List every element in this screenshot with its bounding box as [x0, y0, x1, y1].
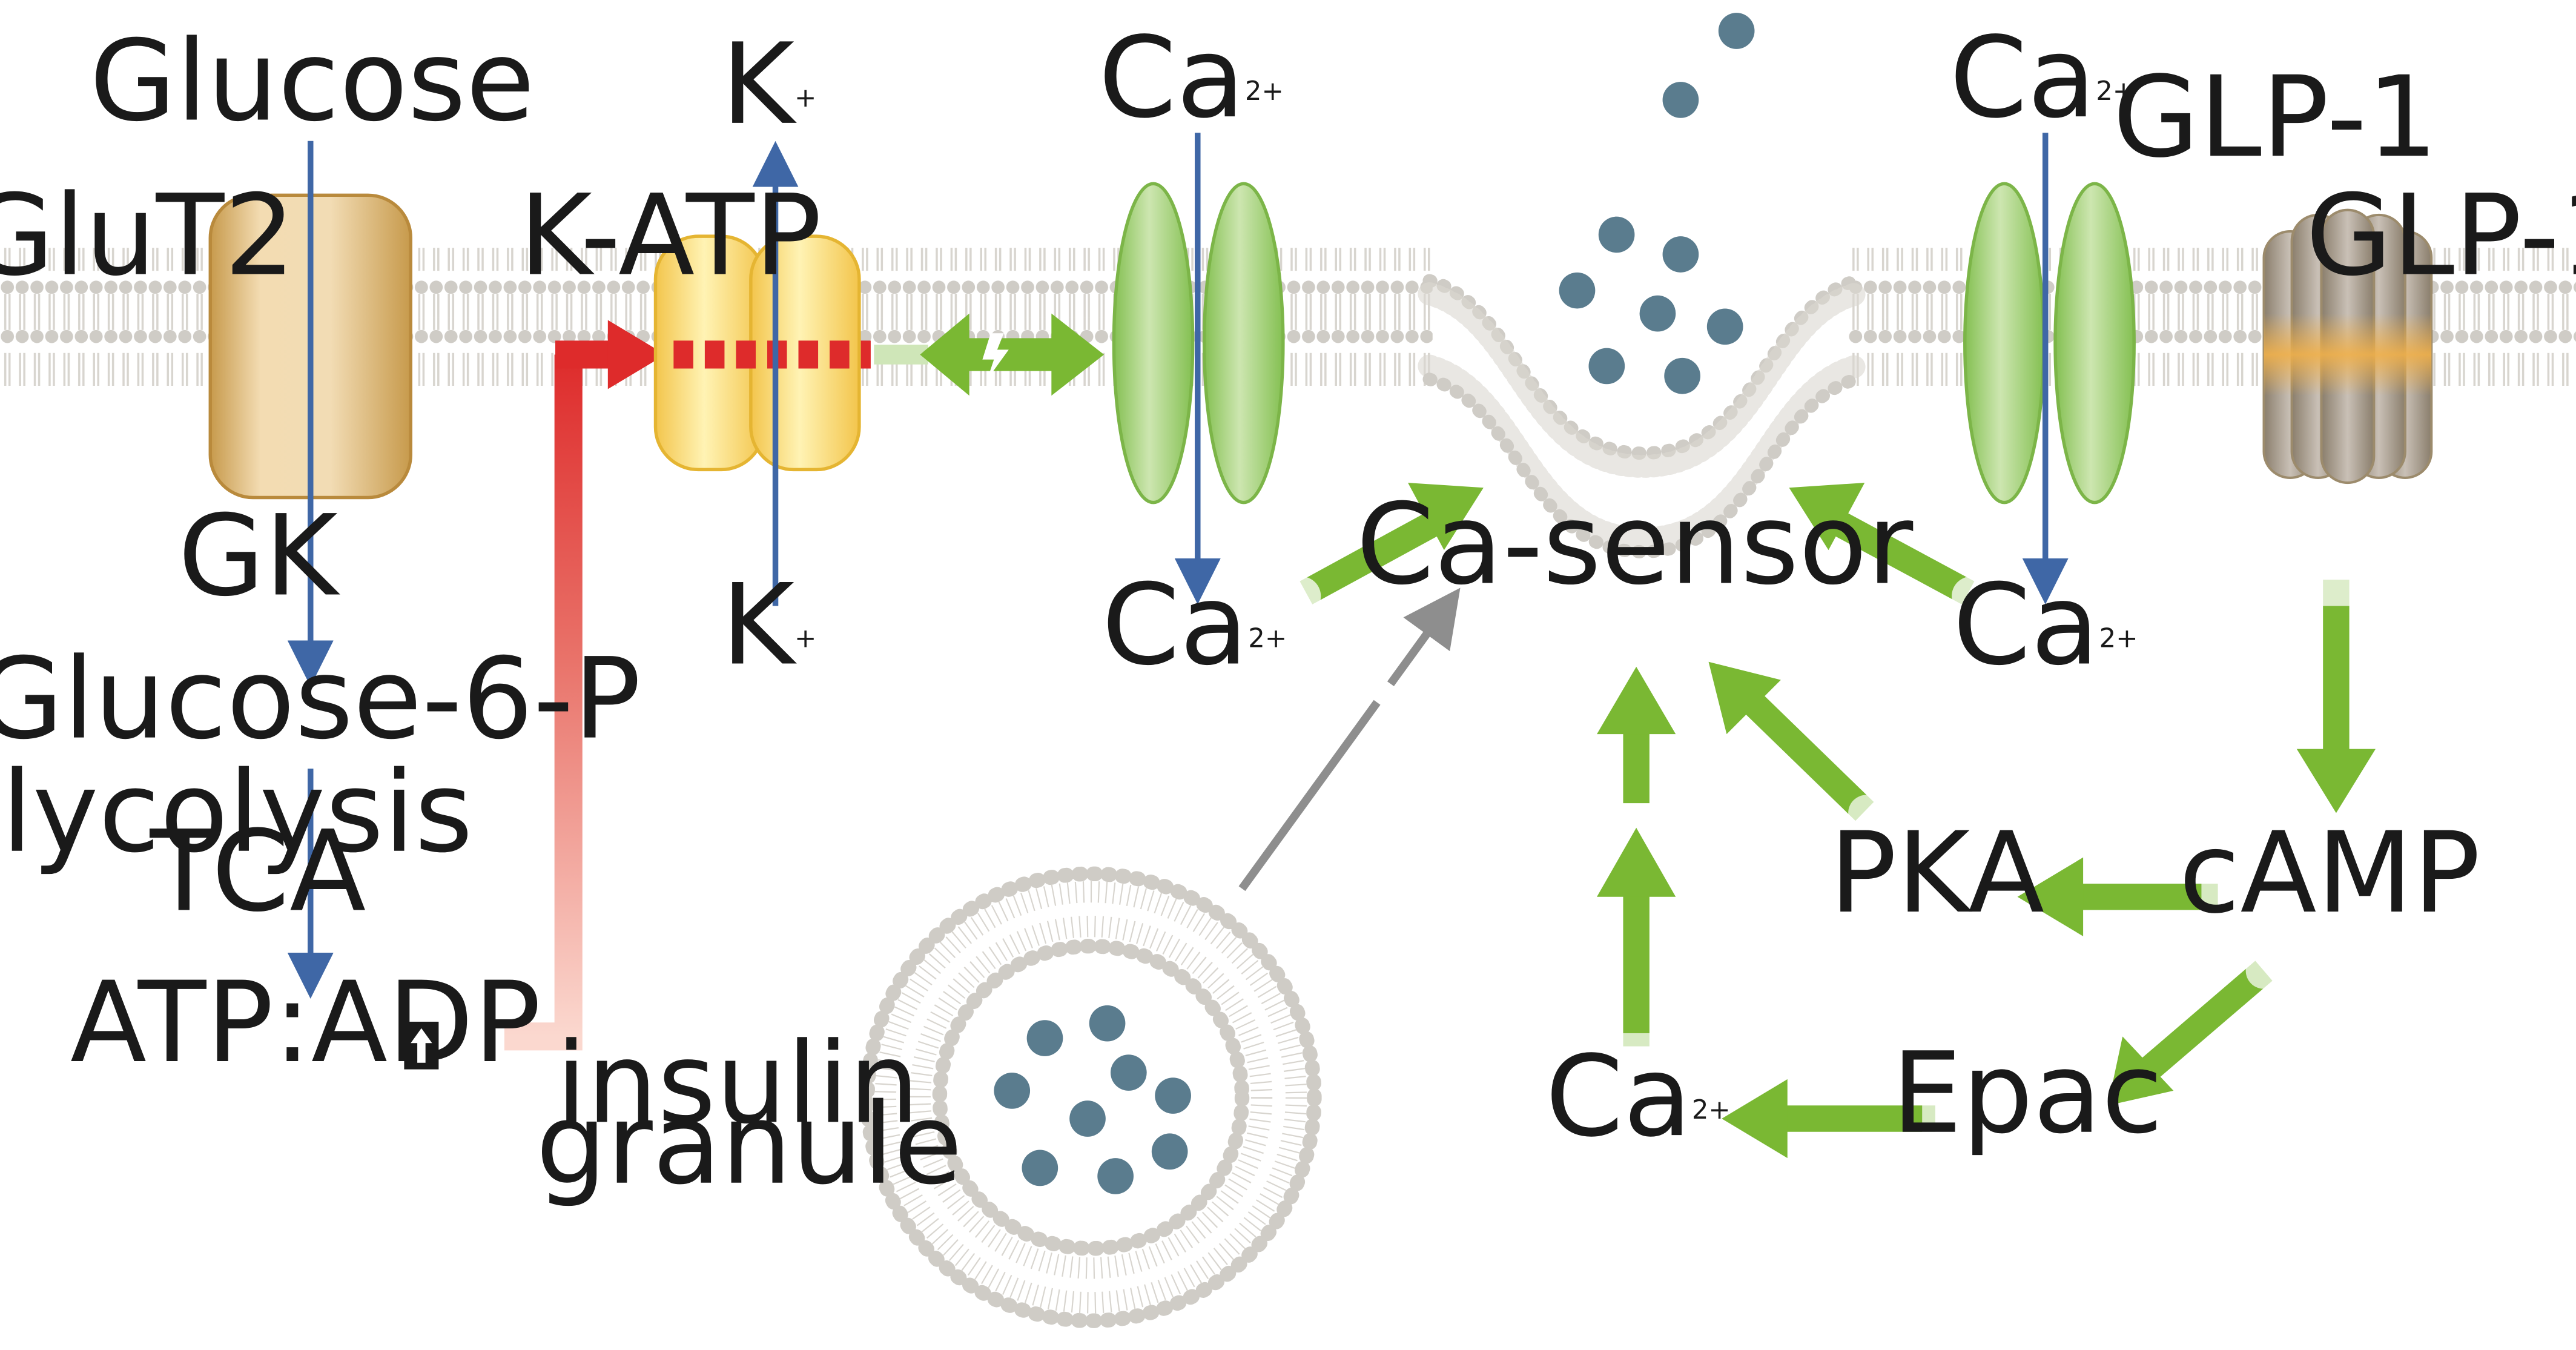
label-ca-ch2-top: Ca2+ — [1949, 13, 2135, 143]
label-glp-1: GLP-1 — [2113, 52, 2438, 182]
label-ca-ch1-bottom: Ca2+ — [1101, 560, 1287, 690]
calcium-up-arrow-lower-head — [1597, 827, 1676, 897]
label-tca: TCA — [150, 806, 366, 936]
calcium-channel-2 — [1963, 182, 2136, 505]
label-ca-ch2-bottom: Ca2+ — [1953, 560, 2138, 690]
label-ca-sensor: Ca-sensor — [1356, 480, 1914, 610]
label-granule: granule — [536, 1079, 963, 1209]
label-gk: GK — [178, 491, 340, 621]
camp-to-epac-arrow — [2140, 961, 2273, 1080]
calcium-up-arrow-upper-head — [1597, 666, 1676, 735]
camp-to-epac-arrowhead — [2107, 1036, 2174, 1106]
calcium-to-sensor-arrow-2 — [1834, 512, 1975, 604]
glp1r-to-camp-arrowhead — [2296, 749, 2376, 813]
lightning-icon — [982, 333, 1009, 380]
calcium-to-sensor-arrowhead-1 — [1408, 483, 1484, 551]
calcium-channel-1 — [1112, 182, 1285, 505]
pka-to-sensor-arrowhead — [1708, 661, 1781, 735]
arrow-fade-overlays — [1281, 576, 2356, 1136]
label-glut2: GluT2 — [0, 171, 296, 301]
secreted-insulin — [1559, 13, 1755, 394]
atp-signal-arrowhead — [607, 320, 665, 389]
label-k-top: K+ — [721, 19, 816, 150]
label-glucose-6-p: Glucose-6-P — [0, 634, 641, 764]
label-epac: Epac — [1892, 1028, 2163, 1159]
calcium-to-sensor-arrow-1 — [1300, 512, 1439, 604]
label-glucose: Glucose — [90, 16, 535, 147]
insulin-granule — [860, 866, 1322, 1328]
label-ca-epac: Ca2+ — [1545, 1031, 1731, 1162]
granule-trafficking-arrow — [1238, 587, 1461, 892]
epac-to-calcium-arrowhead — [1722, 1079, 1788, 1159]
label-camp: cAMP — [2179, 808, 2480, 938]
label-glycolysis: Glycolysis — [0, 747, 473, 878]
label-atp-adp: ATP:ADP — [70, 958, 541, 1088]
label-insulin: insulin — [556, 1018, 920, 1148]
signaling-arrows — [1300, 483, 2376, 1159]
glp1-receptor — [2262, 208, 2433, 485]
pka-to-sensor-arrow — [1745, 695, 1874, 821]
label-k-atp: K-ATP — [519, 171, 822, 301]
atp-signal-arrow — [504, 354, 583, 1051]
depolarization-double-arrow — [920, 313, 1105, 396]
label-pka: PKA — [1829, 808, 2044, 938]
camp-to-pka-arrowhead — [2017, 857, 2084, 936]
label-k-bottom: K+ — [721, 560, 816, 690]
up-arrow-box-icon — [404, 1021, 439, 1070]
label-ca-ch1-top: Ca2+ — [1098, 13, 1284, 143]
label-glp-1r: GLP-1R — [2306, 171, 2576, 301]
calcium-to-sensor-arrowhead-2 — [1789, 483, 1865, 551]
